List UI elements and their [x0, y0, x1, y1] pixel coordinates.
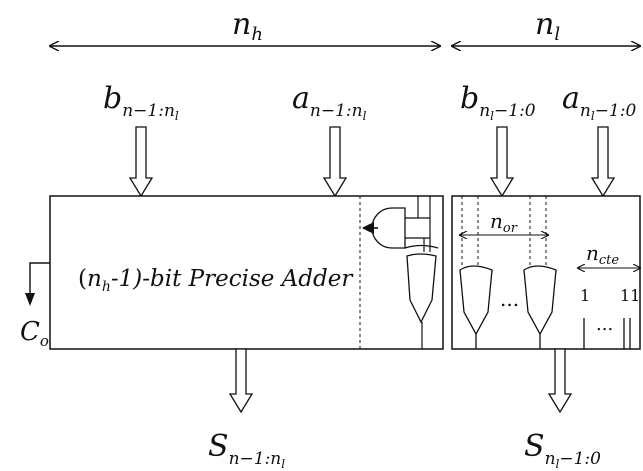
- or-gates-ellipsis: ...: [500, 287, 519, 311]
- precise-adder-label: (nh-1)-bit Precise Adder: [78, 266, 354, 295]
- b-low-input-label: bnl−1:0: [460, 81, 536, 123]
- b-low-input-arrow: [489, 126, 515, 198]
- a-low-input-arrow: [590, 126, 616, 198]
- s-low-output-label: Snl−1:0: [524, 429, 601, 471]
- const-bit-first: 1: [580, 286, 590, 305]
- b-high-input-arrow: [128, 126, 154, 198]
- const-bit-wires: [583, 318, 631, 349]
- carry-out-arrowhead: [25, 293, 35, 306]
- nl-label: nl: [535, 7, 560, 45]
- const-bit-last: 11: [620, 286, 640, 305]
- xor-gate-adder: [404, 244, 439, 324]
- or-gate-first: [459, 265, 493, 349]
- carry-out-label: Co: [20, 317, 49, 350]
- s-high-output-label: Sn−1:nl: [208, 429, 285, 471]
- s-low-output-arrow: [547, 348, 573, 414]
- const-bits-ellipsis: ...: [596, 314, 613, 335]
- a-high-input-label: an−1:nl: [292, 81, 367, 123]
- a-low-input-label: anl−1:0: [562, 81, 636, 123]
- b-high-input-label: bn−1:nl: [103, 81, 179, 123]
- carry-out-wire: [29, 262, 50, 295]
- a-high-input-arrow: [322, 126, 348, 198]
- n-or-label: nor: [490, 209, 518, 236]
- adder-internal-wires: [417, 196, 431, 349]
- s-high-output-arrow: [228, 348, 254, 414]
- or-gate-last: [523, 265, 557, 349]
- and-gate-arrowhead: [362, 222, 374, 234]
- n-cte-label: ncte: [586, 241, 619, 268]
- nh-label: nh: [232, 7, 263, 45]
